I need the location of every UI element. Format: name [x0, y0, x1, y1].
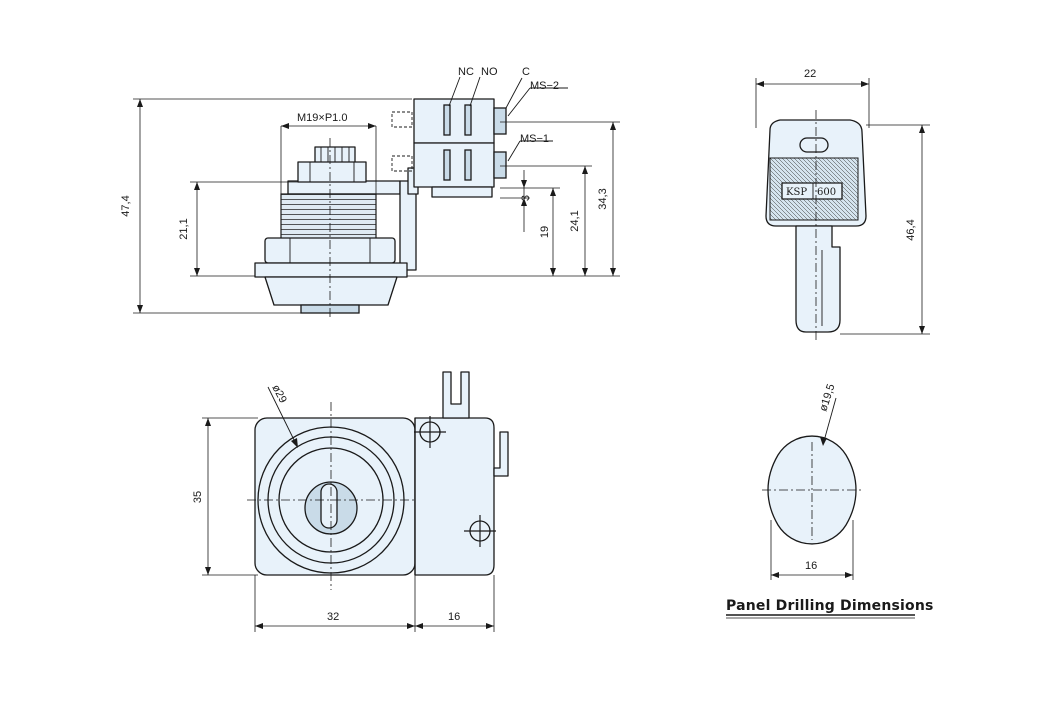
key-blade [795, 225, 841, 333]
side-view: NC NO C MS−2 MS−1 M19×P1.0 47,4 21,1 [120, 66, 620, 320]
face-plate [254, 262, 408, 278]
front-view: ø29 35 32 16 [192, 371, 509, 632]
dim-key-width: 22 [804, 68, 816, 80]
dim-panel-diameter: ø19,5 [817, 382, 837, 412]
terminal-c-lower [493, 151, 507, 179]
front-terminal-side [493, 431, 509, 477]
front-keyway [320, 483, 338, 529]
panel-drilling-caption: Panel Drilling Dimensions [726, 598, 934, 614]
dim-3: 3 [520, 195, 532, 201]
dim-front-width-main: 32 [327, 611, 339, 623]
dim-body-height: 21,1 [178, 218, 190, 239]
micro-switch-upper [413, 98, 495, 144]
panel-drilling-view: ø19,5 16 Panel Drilling Dimensions [726, 382, 934, 619]
dim-24-1: 24,1 [569, 210, 581, 231]
terminal-nc-lower [443, 149, 451, 181]
terminal-nc-upper [443, 104, 451, 136]
dim-front-width-switch: 16 [448, 611, 460, 623]
key-label-plate [781, 182, 843, 200]
label-nc: NC [458, 66, 474, 78]
dim-front-diameter: ø29 [269, 383, 289, 405]
dim-overall-height: 47,4 [120, 195, 132, 216]
key-ring-hole [799, 137, 829, 153]
dim-key-length: 46,4 [905, 219, 917, 240]
dim-19: 19 [539, 226, 551, 238]
key-text-right: 600 [817, 187, 836, 198]
mounting-bracket [287, 180, 401, 195]
front-terminals-top [442, 371, 470, 419]
micro-switch-lower [413, 142, 495, 188]
label-c: C [522, 66, 530, 78]
switch-base [431, 186, 493, 198]
threaded-barrel [280, 193, 377, 240]
terminal-c-upper [493, 107, 507, 135]
terminal-no-upper [464, 104, 472, 136]
dim-thread: M19×P1.0 [297, 112, 347, 124]
label-ms1: MS−1 [520, 133, 549, 145]
label-ms2: MS−2 [530, 80, 559, 92]
label-no: NO [481, 66, 498, 78]
top-nut [297, 161, 367, 183]
dim-front-height: 35 [192, 491, 204, 503]
bezel [264, 276, 398, 306]
key-view: KSP 600 22 46,4 [755, 68, 930, 340]
dim-34-3: 34,3 [597, 188, 609, 209]
terminal-no-lower [464, 149, 472, 181]
key-text-left: KSP [786, 187, 807, 198]
dim-panel-flat: 16 [805, 560, 817, 572]
